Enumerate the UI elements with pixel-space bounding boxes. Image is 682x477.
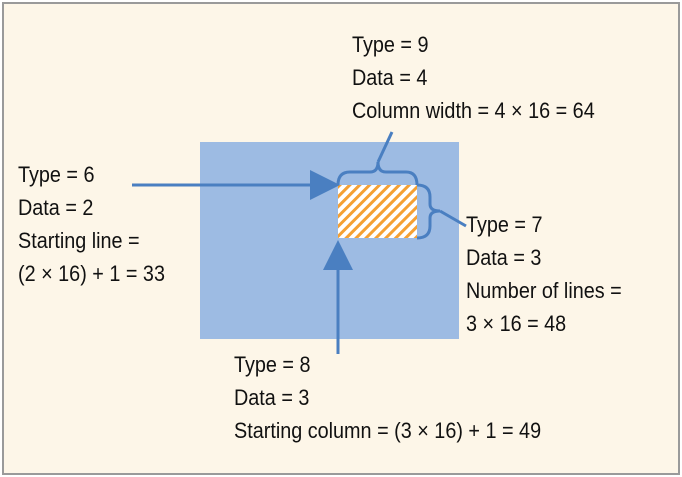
label-line: (2 × 16) + 1 = 33 xyxy=(18,261,165,286)
label-line: Data = 3 xyxy=(466,245,542,270)
label-line: Type = 8 xyxy=(234,352,311,377)
right-leader-line xyxy=(439,209,467,228)
label-line: Starting column = (3 × 16) + 1 = 49 xyxy=(234,418,542,443)
label-line: 3 × 16 = 48 xyxy=(466,311,567,336)
window-region xyxy=(338,185,417,238)
label-line: Column width = 4 × 16 = 64 xyxy=(352,98,595,123)
label-line: Type = 9 xyxy=(352,32,429,57)
screen-area xyxy=(200,142,459,339)
label-line: Data = 4 xyxy=(352,65,428,90)
label-line: Data = 3 xyxy=(234,385,310,410)
top-leader-line xyxy=(376,131,394,163)
label-line: Type = 6 xyxy=(18,162,95,187)
label-line: Data = 2 xyxy=(18,195,94,220)
right-label: Type = 7 Data = 3 Number of lines = 3 × … xyxy=(466,208,622,340)
label-line: Number of lines = xyxy=(466,278,622,303)
bottom-label: Type = 8 Data = 3 Starting column = (3 ×… xyxy=(234,348,541,447)
label-line: Type = 7 xyxy=(466,212,543,237)
left-label: Type = 6 Data = 2 Starting line = (2 × 1… xyxy=(18,158,165,290)
diagram-graphics xyxy=(132,131,467,354)
top-label: Type = 9 Data = 4 Column width = 4 × 16 … xyxy=(352,28,595,127)
label-line: Starting line = xyxy=(18,228,140,253)
